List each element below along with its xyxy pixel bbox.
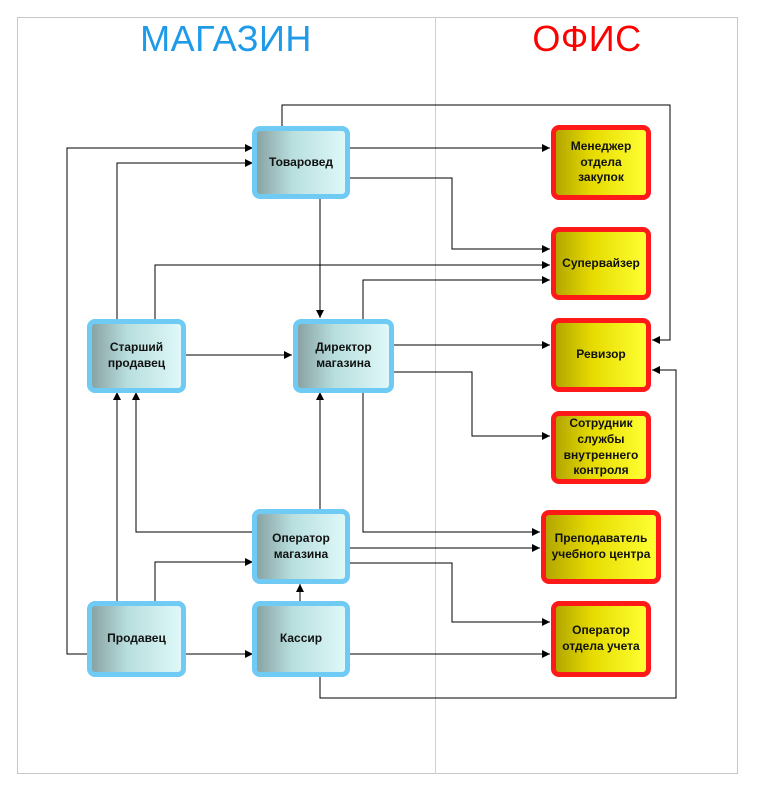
node-kassir: Кассир: [252, 601, 350, 677]
edge-kassir-revizor: [319, 366, 677, 699]
node-revizor: Ревизор: [551, 318, 651, 392]
edge-starshiy-supervayzer: [154, 261, 550, 320]
node-supervayzer-label: Супервайзер: [562, 255, 640, 270]
edge-direktor-sotrudnik: [393, 371, 550, 440]
edge-operator-starshiy: [132, 392, 253, 533]
node-prepodavatel-label: Преподаватель учебного центра: [551, 531, 651, 561]
node-supervayzer: Супервайзер: [551, 227, 651, 300]
node-menedzher-zakupok-label: Менеджер отдела закупок: [570, 139, 632, 185]
edge-prodavec-operator: [154, 558, 253, 602]
node-operator-magazina-label: Оператор магазина: [272, 530, 330, 561]
node-sotrudnik-kontrolya-label: Сотрудник службы внутреннего контроля: [563, 416, 639, 478]
node-operator-ucheta-label: Оператор отдела учета: [562, 623, 640, 653]
node-operator-ucheta: Оператор отдела учета: [551, 601, 651, 677]
node-operator-magazina: Оператор магазина: [252, 509, 350, 584]
edge-direktor-prepodavatel: [362, 392, 540, 536]
node-kassir-label: Кассир: [279, 631, 323, 646]
node-starshiy-prodavec: Старший продавец: [87, 319, 186, 393]
edge-starshiy-tovaroved: [116, 159, 253, 320]
store-column-title: МАГАЗИН: [140, 18, 312, 59]
office-column-title: ОФИС: [532, 18, 642, 59]
node-revizor-label: Ревизор: [576, 347, 626, 362]
edge-tovaroved-revizor: [281, 104, 671, 344]
diagram-frame: [17, 17, 738, 774]
edge-prodavec-tovaroved: [66, 144, 253, 655]
node-menedzher-zakupok: Менеджер отдела закупок: [551, 125, 651, 200]
node-starshiy-prodavec-label: Старший продавец: [107, 340, 166, 370]
edge-operator-uchet: [349, 562, 550, 626]
node-tovaroved-label: Товаровед: [269, 154, 333, 169]
node-tovaroved: Товаровед: [252, 126, 350, 199]
node-sotrudnik-kontrolya: Сотрудник службы внутреннего контроля: [551, 411, 651, 484]
node-direktor-magazina-label: Директор магазина: [315, 340, 372, 370]
node-prodavec: Продавец: [87, 601, 186, 677]
column-divider: [435, 17, 436, 774]
edge-direktor-supervayzer: [362, 276, 550, 320]
node-prepodavatel: Преподаватель учебного центра: [541, 510, 661, 584]
node-prodavec-label: Продавец: [107, 631, 166, 646]
node-direktor-magazina: Директор магазина: [293, 319, 394, 393]
edge-tovaroved-supervayzer: [349, 177, 550, 253]
